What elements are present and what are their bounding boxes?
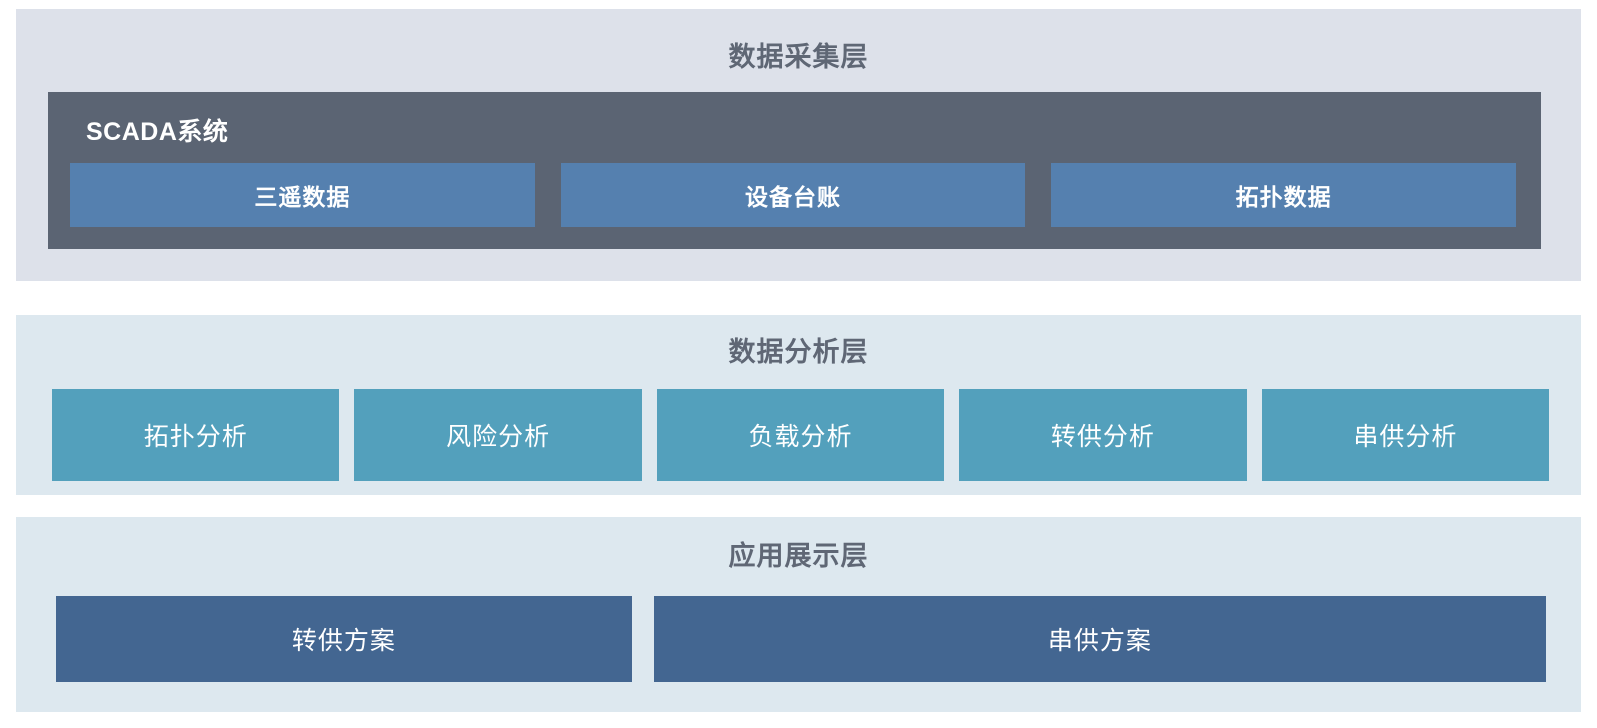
analysis-item-risk[interactable]: 风险分析 [354, 389, 642, 481]
layer-data-collection: 数据采集层 SCADA系统 三遥数据 设备台账 拓扑数据 [16, 9, 1581, 281]
scada-item-list: 三遥数据 设备台账 拓扑数据 [70, 163, 1517, 227]
layer-data-analysis: 数据分析层 拓扑分析 风险分析 负载分析 转供分析 串供分析 [16, 315, 1581, 495]
application-item-series-supply-plan[interactable]: 串供方案 [653, 596, 1546, 682]
application-item-transfer-supply-plan[interactable]: 转供方案 [56, 596, 632, 682]
analysis-item-list: 拓扑分析 风险分析 负载分析 转供分析 串供分析 [52, 389, 1550, 481]
scada-system-box: SCADA系统 三遥数据 设备台账 拓扑数据 [48, 92, 1541, 249]
layer-title-data-analysis: 数据分析层 [728, 337, 869, 367]
layer-application-display: 应用展示层 转供方案 串供方案 [16, 517, 1581, 712]
application-item-list: 转供方案 串供方案 [56, 596, 1546, 682]
layer-title-data-collection: 数据采集层 [728, 42, 869, 72]
analysis-item-load[interactable]: 负载分析 [656, 389, 945, 481]
analysis-item-series-supply[interactable]: 串供分析 [1261, 389, 1550, 481]
analysis-item-topology[interactable]: 拓扑分析 [52, 389, 340, 481]
analysis-item-transfer-supply[interactable]: 转供分析 [959, 389, 1247, 481]
layer-title-application-display: 应用展示层 [728, 541, 869, 571]
scada-system-label: SCADA系统 [86, 118, 229, 146]
scada-item-equipment-ledger[interactable]: 设备台账 [560, 163, 1026, 227]
scada-item-topology-data[interactable]: 拓扑数据 [1051, 163, 1517, 227]
scada-item-telemetry[interactable]: 三遥数据 [70, 163, 535, 227]
